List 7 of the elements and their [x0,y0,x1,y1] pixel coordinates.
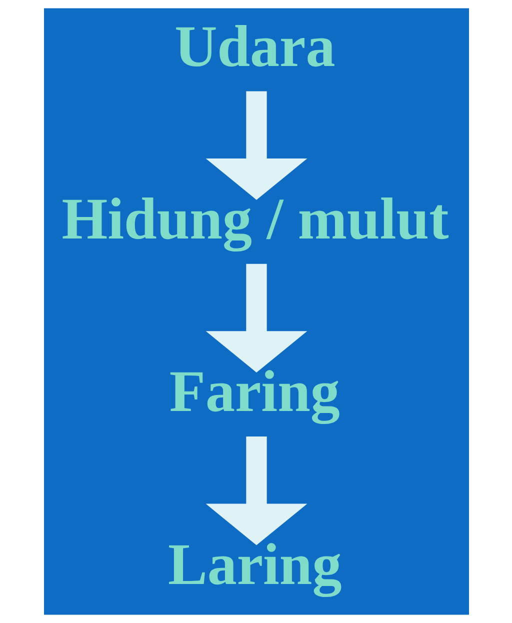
node-text: Hidung / mulut [61,185,448,252]
node-text: Laring [167,530,342,597]
node-text: Faring [168,358,340,424]
arrow [205,264,307,373]
node-text: Udara [174,12,335,79]
arrow [205,91,307,200]
arrow [205,436,307,546]
